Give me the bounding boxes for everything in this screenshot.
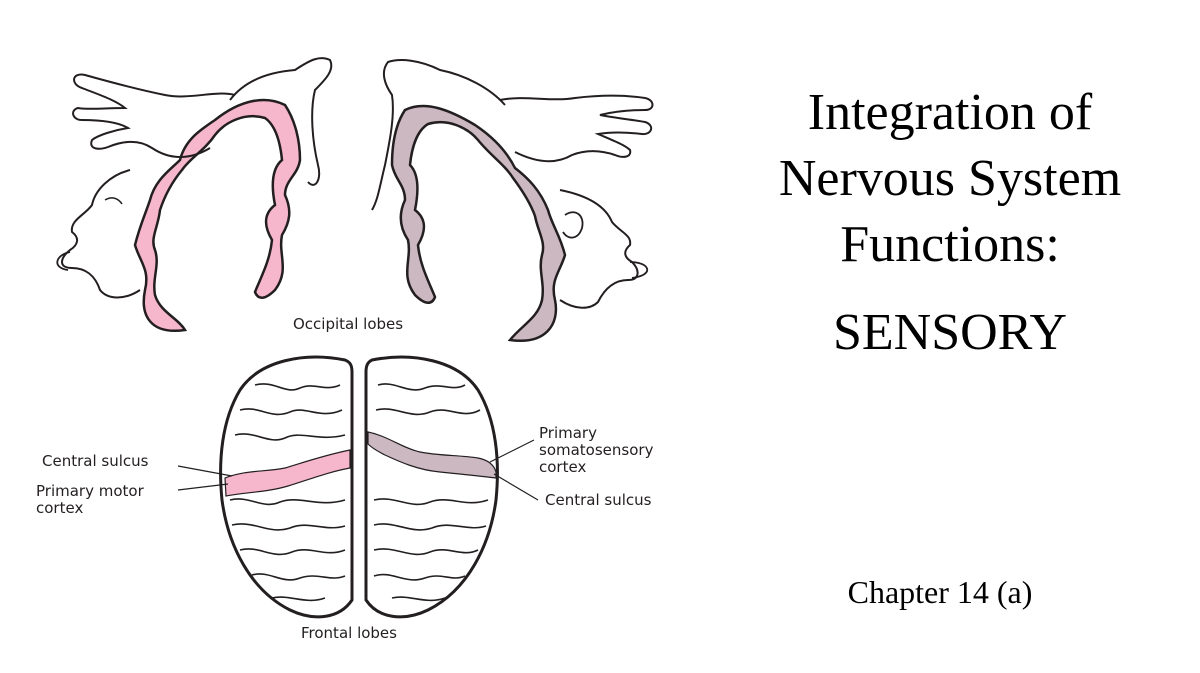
sensory-tongue — [629, 261, 649, 279]
motor-homunculus — [56, 57, 333, 333]
motor-arm — [229, 57, 333, 186]
right-hemisphere — [364, 355, 499, 619]
sensory-homunculus — [371, 59, 654, 343]
leader-central-sulcus-left — [177, 465, 233, 477]
sensory-ear — [562, 211, 584, 239]
sensory-face-outline — [559, 189, 639, 309]
sensory-arm — [371, 59, 506, 211]
primary-motor-cortex-label: Primary motor cortex — [36, 482, 144, 517]
primary-somatosensory-strip — [367, 431, 497, 479]
motor-hand-outline — [72, 73, 236, 158]
brain-top-view — [177, 355, 539, 619]
leader-primary-motor — [177, 483, 229, 491]
brain-diagram — [56, 57, 654, 619]
sensory-cortex-strip — [390, 104, 567, 343]
right-gyri — [373, 383, 489, 602]
sensory-hand-outline — [499, 94, 654, 163]
slide-title: Integration of Nervous System Functions: — [778, 84, 1122, 273]
motor-tongue — [56, 251, 71, 271]
motor-cortex-strip — [133, 98, 302, 333]
central-sulcus-right-label: Central sulcus — [545, 491, 652, 509]
motor-eye — [104, 197, 123, 205]
frontal-lobes-label: Frontal lobes — [301, 624, 397, 642]
chapter-label: Chapter 14 (a) — [847, 574, 1033, 610]
primary-somatosensory-cortex-label: Primary somatosensory cortex — [539, 424, 654, 476]
brain-figure: Occipital lobes Frontal lobes Central su… — [36, 57, 654, 642]
leader-primary-somatosensory — [489, 439, 535, 463]
motor-face-outline — [61, 169, 141, 299]
slide-subtitle: SENSORY — [832, 304, 1068, 361]
primary-motor-strip — [224, 449, 351, 497]
central-sulcus-left-label: Central sulcus — [42, 452, 149, 470]
leader-central-sulcus-right — [493, 473, 539, 501]
left-gyri — [229, 383, 346, 602]
occipital-lobes-label: Occipital lobes — [293, 315, 404, 333]
